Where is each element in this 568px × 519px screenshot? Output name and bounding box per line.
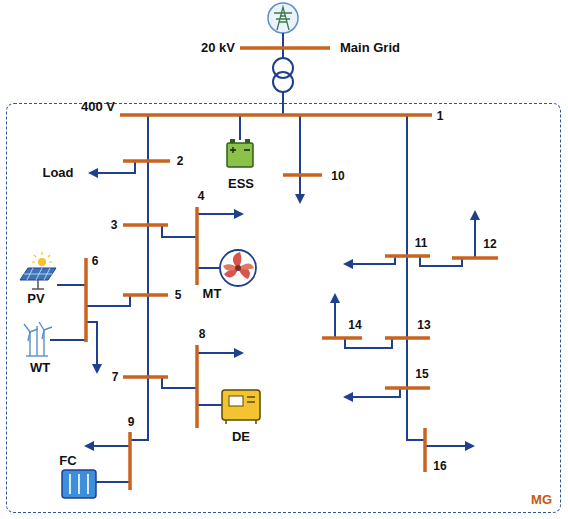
bus-number: 6 — [92, 255, 99, 268]
bus-number: 16 — [433, 460, 446, 473]
bus-number: 1 — [437, 110, 444, 123]
bus-number: 13 — [417, 319, 430, 332]
bus-number: 14 — [348, 319, 361, 332]
bus-number: 11 — [415, 237, 428, 250]
bus-number: 5 — [175, 289, 182, 302]
bus-number: 12 — [483, 238, 496, 251]
bus-number: 10 — [331, 170, 344, 183]
battery-icon — [227, 139, 253, 167]
region-boundary: MG — [6, 103, 561, 513]
component-label: PV — [27, 292, 44, 306]
bus-number: 2 — [177, 155, 184, 168]
pv-panel-icon — [20, 252, 56, 289]
bus-number: 15 — [415, 368, 428, 381]
bus-bar — [86, 48, 498, 490]
component-label: Main Grid — [340, 41, 400, 55]
component-label: 20 kV — [201, 41, 235, 55]
bus-number: 7 — [112, 371, 119, 384]
micro-turbine-icon — [220, 250, 256, 286]
component-label: DE — [232, 430, 250, 444]
region-label: MG — [531, 492, 552, 507]
component-label: MT — [203, 287, 222, 301]
wind-turbine-icon — [24, 322, 52, 356]
component-label: 400 V — [81, 100, 115, 114]
component-label: Load — [42, 166, 73, 180]
component-label: FC — [59, 454, 76, 468]
bus-number: 9 — [128, 416, 135, 429]
component-label: ESS — [228, 177, 254, 191]
grid-icon — [268, 3, 298, 33]
diesel-engine-icon — [222, 390, 260, 424]
bus-number: 8 — [199, 328, 206, 341]
component-label: WT — [30, 361, 50, 375]
fuel-cell-icon — [62, 470, 96, 498]
bus-number: 3 — [111, 219, 118, 232]
bus-number: 4 — [198, 190, 205, 203]
